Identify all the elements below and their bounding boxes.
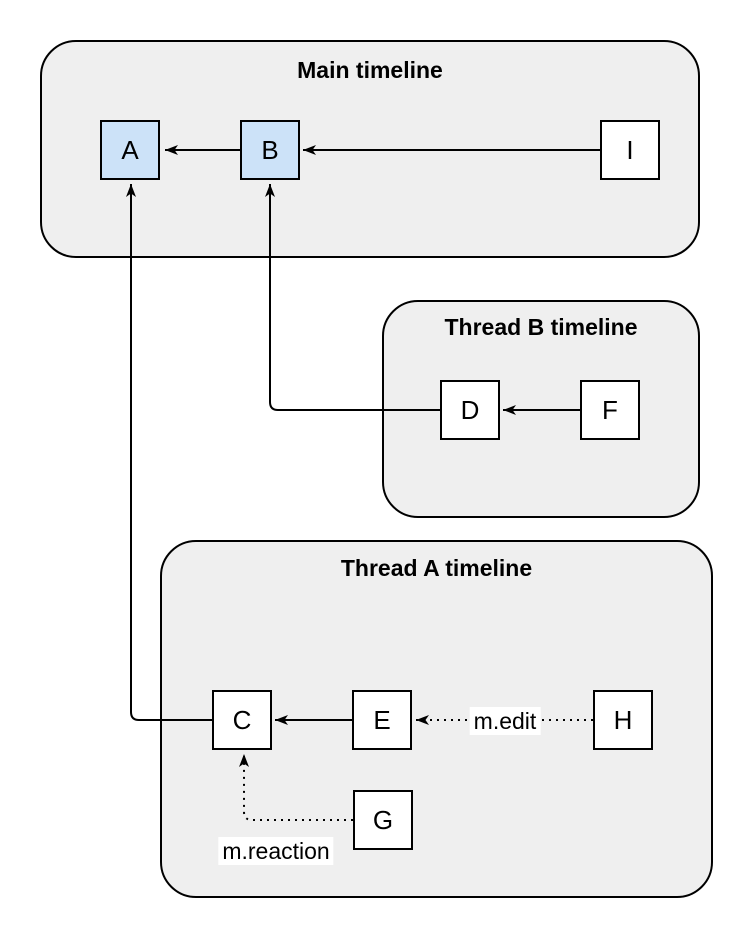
thread-a-timeline-title: Thread A timeline bbox=[340, 555, 533, 581]
node-d: D bbox=[440, 380, 500, 440]
node-g: G bbox=[353, 790, 413, 850]
node-c: C bbox=[212, 690, 272, 750]
node-f: F bbox=[580, 380, 640, 440]
thread-b-timeline-title: Thread B timeline bbox=[444, 314, 638, 340]
node-e: E bbox=[352, 690, 412, 750]
node-a: A bbox=[100, 120, 160, 180]
node-h: H bbox=[593, 690, 653, 750]
node-i: I bbox=[600, 120, 660, 180]
edge-label-m-reaction: m.reaction bbox=[218, 837, 334, 865]
edge-label-m-edit: m.edit bbox=[469, 707, 541, 735]
main-timeline-title: Main timeline bbox=[297, 57, 443, 83]
node-b: B bbox=[240, 120, 300, 180]
